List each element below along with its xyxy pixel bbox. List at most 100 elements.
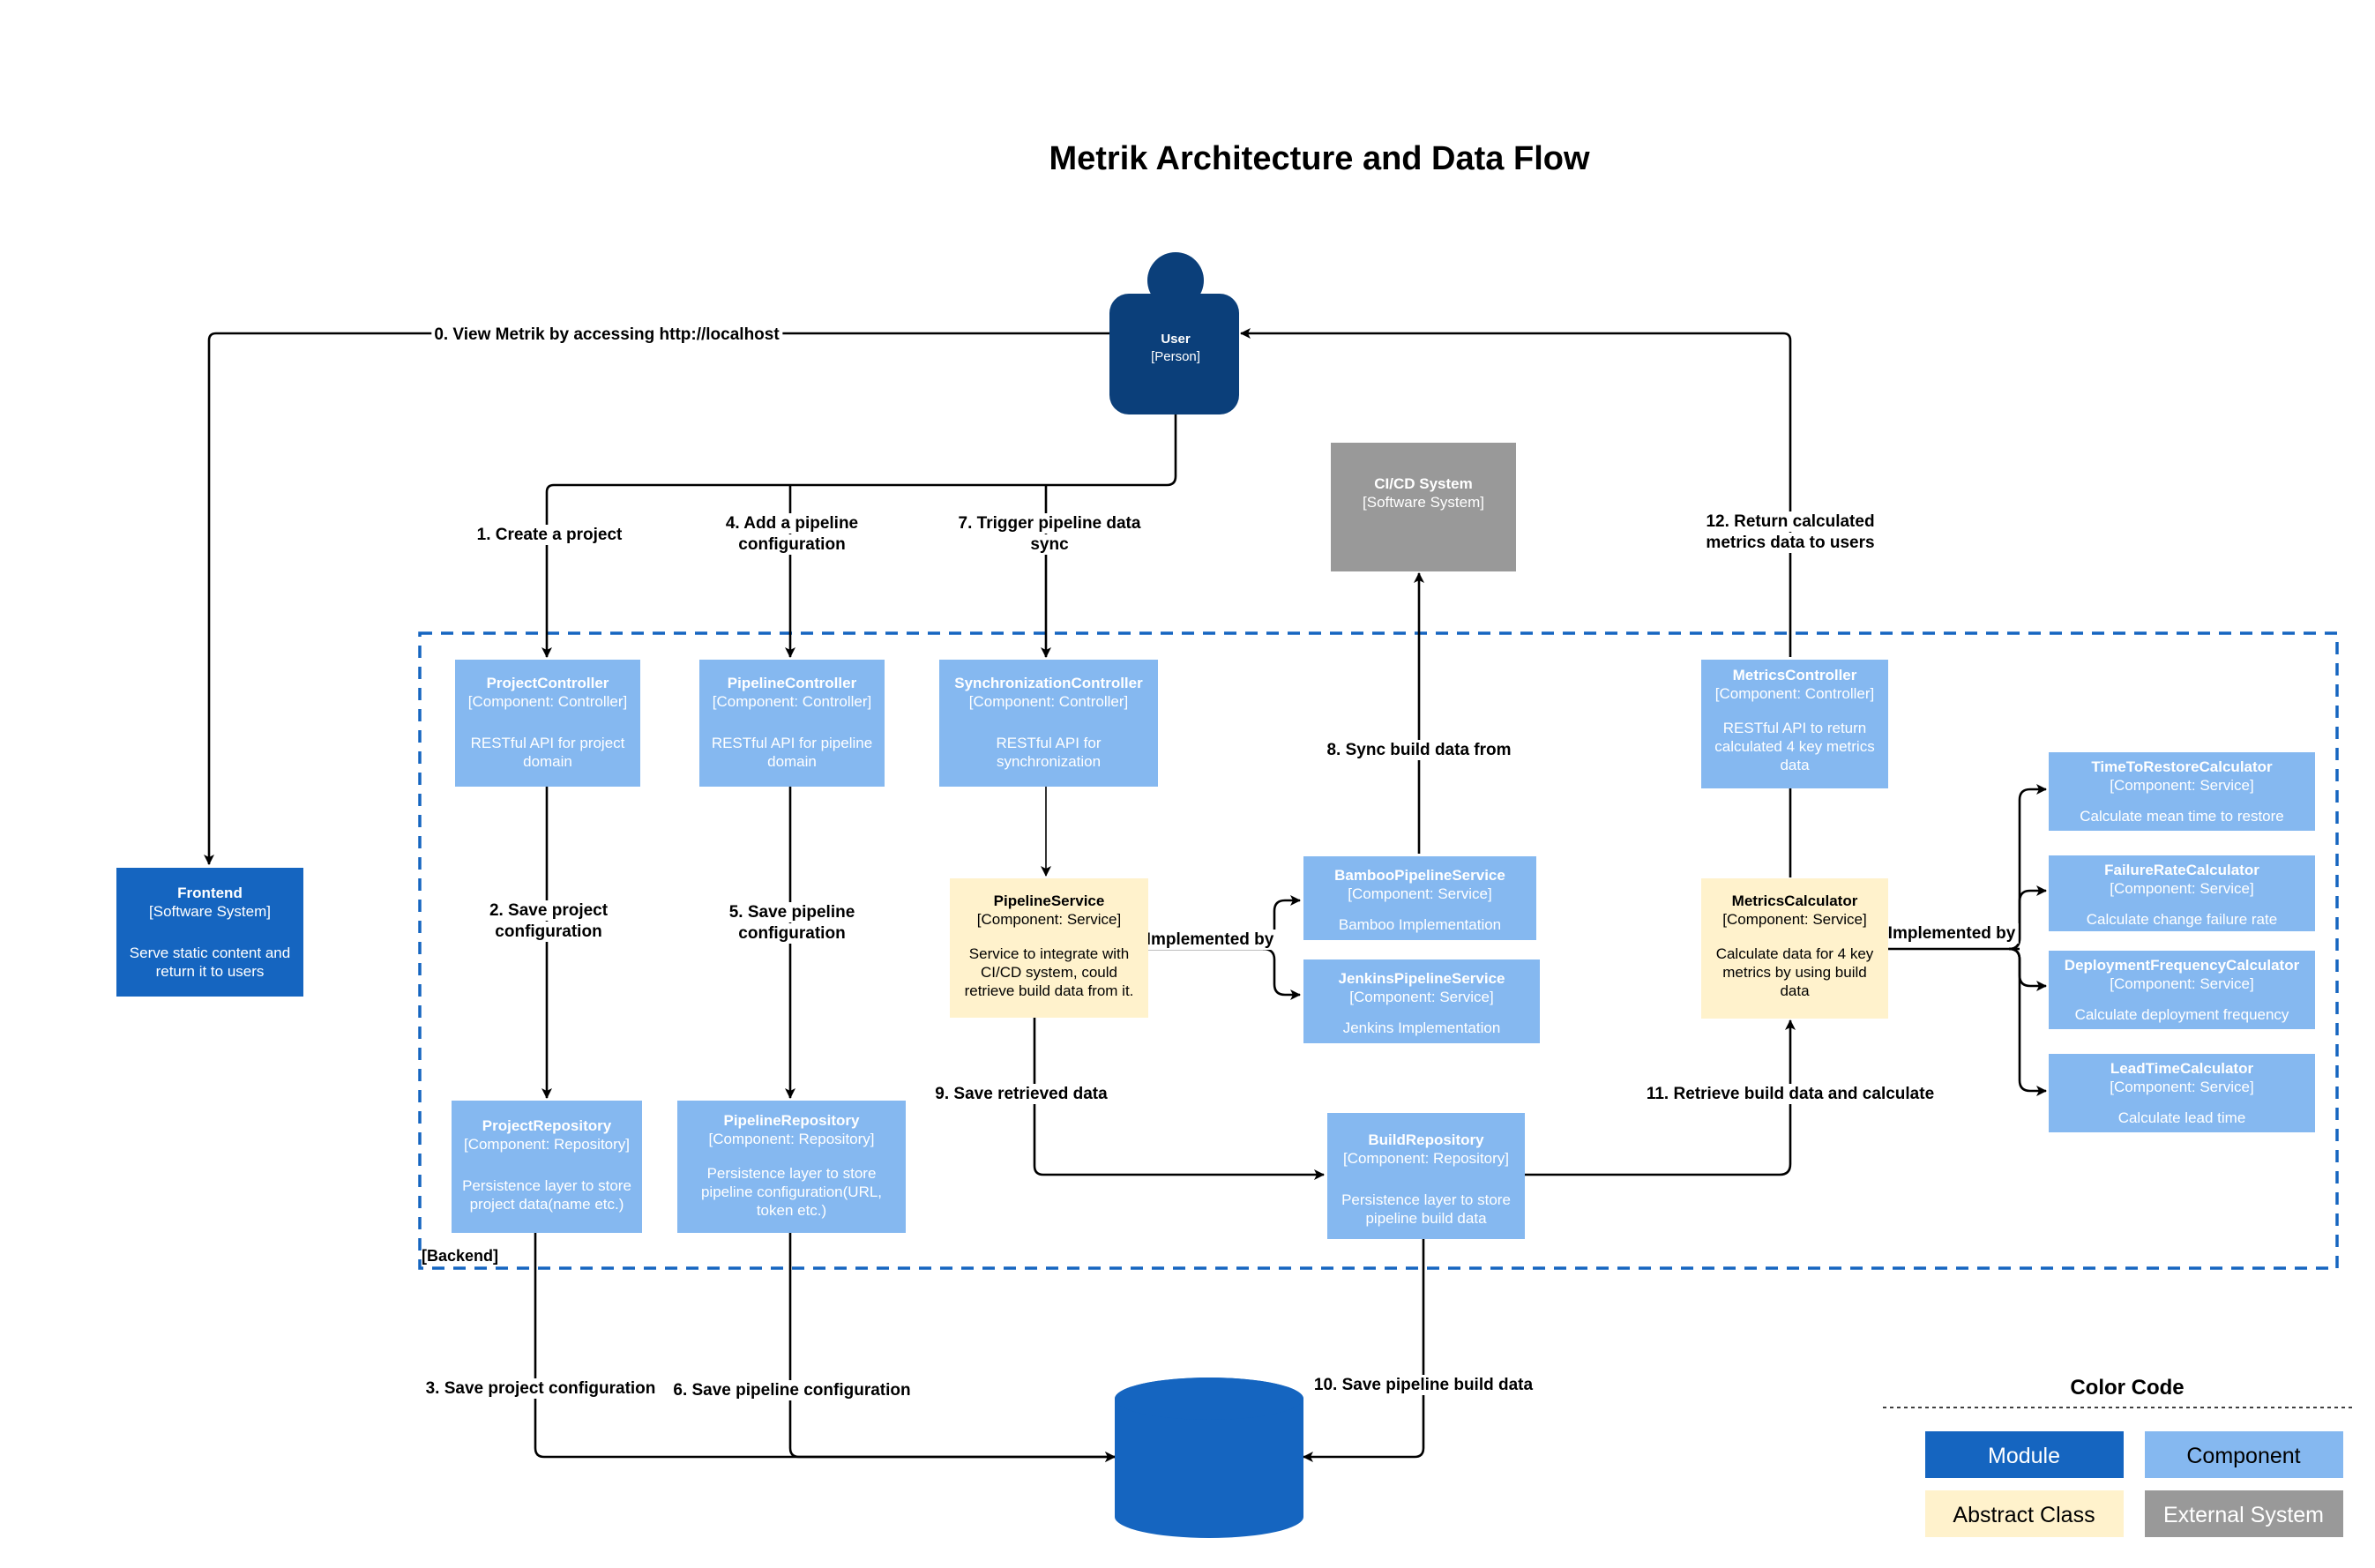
edge-label-bg — [736, 534, 848, 555]
edge-10 — [1303, 1237, 1425, 1462]
project-controller-box: ProjectController [Component: Controller]… — [455, 660, 640, 787]
pipeline-controller-box: PipelineController[Component: Controller… — [699, 660, 885, 787]
bamboo-service-rect — [1303, 856, 1536, 940]
sync-controller-box: SynchronizationController[Component: Con… — [939, 660, 1158, 787]
database — [1115, 1378, 1303, 1538]
df-calculator-rect — [2049, 951, 2315, 1029]
bamboo-service-box: BambooPipelineService[Component: Service… — [1303, 856, 1536, 940]
edge-label-bg — [492, 922, 605, 942]
edge-label-e12: metrics data to users — [1706, 534, 1874, 552]
user-person: User [Person] — [1109, 252, 1239, 414]
jenkins-service-rect — [1303, 959, 1540, 1043]
edge-label-e12: 12. Return calculated — [1706, 512, 1874, 531]
metrics-controller-rect — [1701, 660, 1888, 788]
edge-label-e2: configuration — [495, 922, 601, 941]
database-body — [1115, 1378, 1303, 1538]
ttr-calculator-desc-line: Calculate mean time to restore — [2080, 808, 2284, 825]
cicd-name: CI/CD System — [1374, 475, 1472, 492]
ttr-calculator-type: [Component: Service] — [2110, 777, 2253, 794]
pipeline-repository-name: PipelineRepository — [724, 1112, 861, 1129]
frontend-desc-line: return it to users — [156, 963, 265, 980]
project-repository-desc-line: project data(name etc.) — [470, 1196, 624, 1213]
metrics-controller-type: [Component: Controller] — [1715, 685, 1874, 702]
edge-label-impl2: Implemented by — [1888, 924, 2016, 943]
legend-swatch-external-system — [2145, 1490, 2343, 1537]
legend-label-abstract-class: Abstract Class — [1953, 1503, 2095, 1527]
sync-controller-desc-line: RESTful API for — [996, 735, 1101, 751]
edge-label-bg — [726, 902, 858, 922]
edge-label-e4: 4. Add a pipeline — [726, 514, 858, 533]
fr-calculator-type: [Component: Service] — [2110, 880, 2253, 897]
frontend-box: Frontend[Software System]Serve static co… — [116, 868, 303, 997]
jenkins-service-desc-line: Jenkins Implementation — [1343, 1019, 1501, 1036]
pipeline-controller-type: [Component: Controller] — [713, 693, 871, 710]
pipeline-service-type: [Component: Service] — [977, 911, 1121, 928]
edge-label-bg — [736, 923, 848, 944]
edge-label-bg — [1643, 1084, 1938, 1104]
pipeline-repository-desc-line: token etc.) — [757, 1202, 826, 1219]
sync-controller-rect — [939, 660, 1158, 787]
project-controller-desc-line: RESTful API for project — [471, 735, 625, 751]
pipeline-service-rect — [950, 878, 1148, 1018]
edge-label-e4: configuration — [738, 535, 845, 554]
database-top — [1115, 1378, 1303, 1420]
legend: Color Code Module Component Abstract Cla… — [1883, 1376, 2355, 1537]
pipeline-service-desc-line: Service to integrate with — [969, 945, 1129, 962]
edge-label-bg — [431, 325, 783, 345]
legend-swatch-abstract-class — [1925, 1490, 2124, 1537]
metrics-calculator-name: MetricsCalculator — [1732, 892, 1858, 909]
edge-label-bg — [932, 1084, 1111, 1104]
metrics-calculator-type: [Component: Service] — [1722, 911, 1866, 928]
edge-6 — [788, 1230, 1116, 1462]
pipeline-repository-desc-line: Persistence layer to store — [707, 1165, 877, 1182]
diagram-title: Metrik Architecture and Data Flow — [1049, 140, 1589, 177]
cicd-box: CI/CD System[Software System] — [1331, 443, 1516, 571]
project-repository-box: ProjectRepository[Component: Repository]… — [452, 1101, 642, 1233]
metrics-controller-desc-line: data — [1780, 757, 1810, 773]
frontend-type: [Software System] — [149, 903, 271, 920]
metrics-calculator-desc-line: data — [1780, 982, 1810, 999]
edge-label-e3: 3. Save project configuration — [426, 1379, 656, 1398]
project-controller-rect — [455, 660, 640, 787]
edge-label-e7: 7. Trigger pipeline data — [959, 514, 1141, 533]
edge-impl-2d — [2008, 947, 2047, 1096]
edge-impl-2c — [2008, 947, 2047, 991]
edge-labels: 0. View Metrik by accessing http://local… — [422, 325, 2019, 1400]
build-repository-desc-line: pipeline build data — [1365, 1210, 1487, 1227]
edge-label-impl1: Implemented by — [1146, 930, 1274, 949]
build-repository-desc-line: Persistence layer to store — [1341, 1191, 1511, 1208]
metrics-calculator-box: MetricsCalculator[Component: Service]Cal… — [1701, 878, 1888, 1019]
ttr-calculator-name: TimeToRestoreCalculator — [2091, 758, 2273, 775]
jenkins-service-name: JenkinsPipelineService — [1339, 970, 1505, 987]
project-controller-type: [Component: Controller] — [468, 693, 627, 710]
legend-label-component: Component — [2186, 1444, 2300, 1468]
pipeline-service-name: PipelineService — [994, 892, 1105, 909]
edge-3 — [534, 1230, 1116, 1462]
edge-impl-2b — [2008, 885, 2047, 951]
pipeline-repository-rect — [677, 1101, 906, 1233]
edge-label-e6: 6. Save pipeline configuration — [673, 1381, 910, 1400]
edge-label-bg — [1885, 923, 2019, 944]
edge-user-trunk — [541, 413, 1177, 658]
lt-calculator-name: LeadTimeCalculator — [2110, 1060, 2254, 1077]
lt-calculator-desc-line: Calculate lead time — [2118, 1109, 2246, 1126]
user-name: User — [1161, 332, 1191, 347]
metrics-calculator-desc-line: metrics by using build — [1722, 964, 1866, 981]
backend-boundary-label: [Backend] — [422, 1247, 498, 1265]
bamboo-service-name: BambooPipelineService — [1334, 867, 1505, 884]
pipeline-service-desc-line: retrieve build data from it. — [965, 982, 1134, 999]
pipeline-service-box: PipelineService [Component: Service] Servi… — [950, 878, 1148, 1018]
build-repository-name: BuildRepository — [1368, 1131, 1484, 1148]
backend-boundary — [418, 631, 2339, 1270]
edge-label-bg — [1703, 511, 1878, 532]
user-type: [Person] — [1151, 349, 1200, 364]
project-repository-rect — [452, 1101, 642, 1233]
metrics-controller-desc-line: RESTful API to return — [1723, 720, 1867, 736]
legend-label-module: Module — [1988, 1444, 2060, 1468]
metrics-controller-box: MetricsController[Component: Controller]… — [1701, 660, 1888, 788]
df-calculator-type: [Component: Service] — [2110, 975, 2253, 992]
edge-label-e8: 8. Sync build data from — [1326, 741, 1511, 759]
legend-swatch-module — [1925, 1431, 2124, 1478]
project-controller-name: ProjectController — [487, 675, 609, 691]
